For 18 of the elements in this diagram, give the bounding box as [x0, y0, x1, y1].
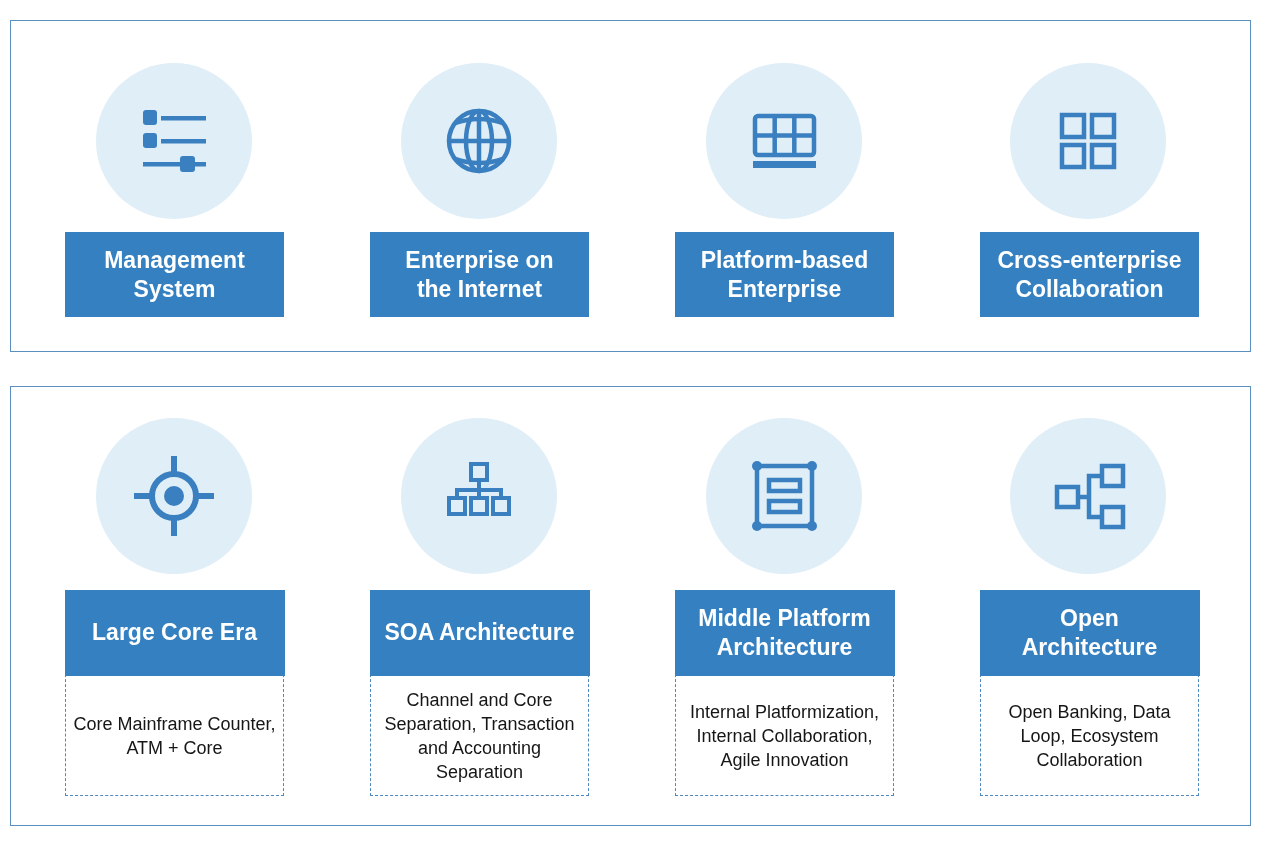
- stage-card: [65, 590, 284, 796]
- stage-description: Core Mainframe Counter, ATM + Core: [72, 713, 277, 760]
- stage-card: [675, 590, 894, 796]
- stage-title: Large Core Era: [64, 589, 285, 676]
- stage-banner: Management System: [65, 232, 284, 317]
- stage-description: Internal Platformization, Internal Collaboration, Agile Innovation: [688, 701, 881, 772]
- stage-banner: Platform-based Enterprise: [675, 232, 894, 317]
- stage-description: Channel and Core Separation, Transaction and Accounting Separation: [383, 689, 576, 784]
- stage-banner: Enterprise on the Internet: [370, 232, 589, 317]
- stage-description: Open Banking, Data Loop, Ecosystem Collaboration: [1007, 701, 1172, 772]
- panel-frame: [10, 386, 1251, 826]
- stage-title: Open Architecture: [979, 589, 1200, 676]
- stage-title: SOA Architecture: [369, 589, 590, 676]
- stage-banner: Cross-enterprise Collaboration: [980, 232, 1199, 317]
- stage-title: Middle Platform Architecture: [674, 589, 895, 676]
- stage-card: [370, 590, 589, 796]
- stage-card: [980, 590, 1199, 796]
- panel-frame: [10, 20, 1251, 352]
